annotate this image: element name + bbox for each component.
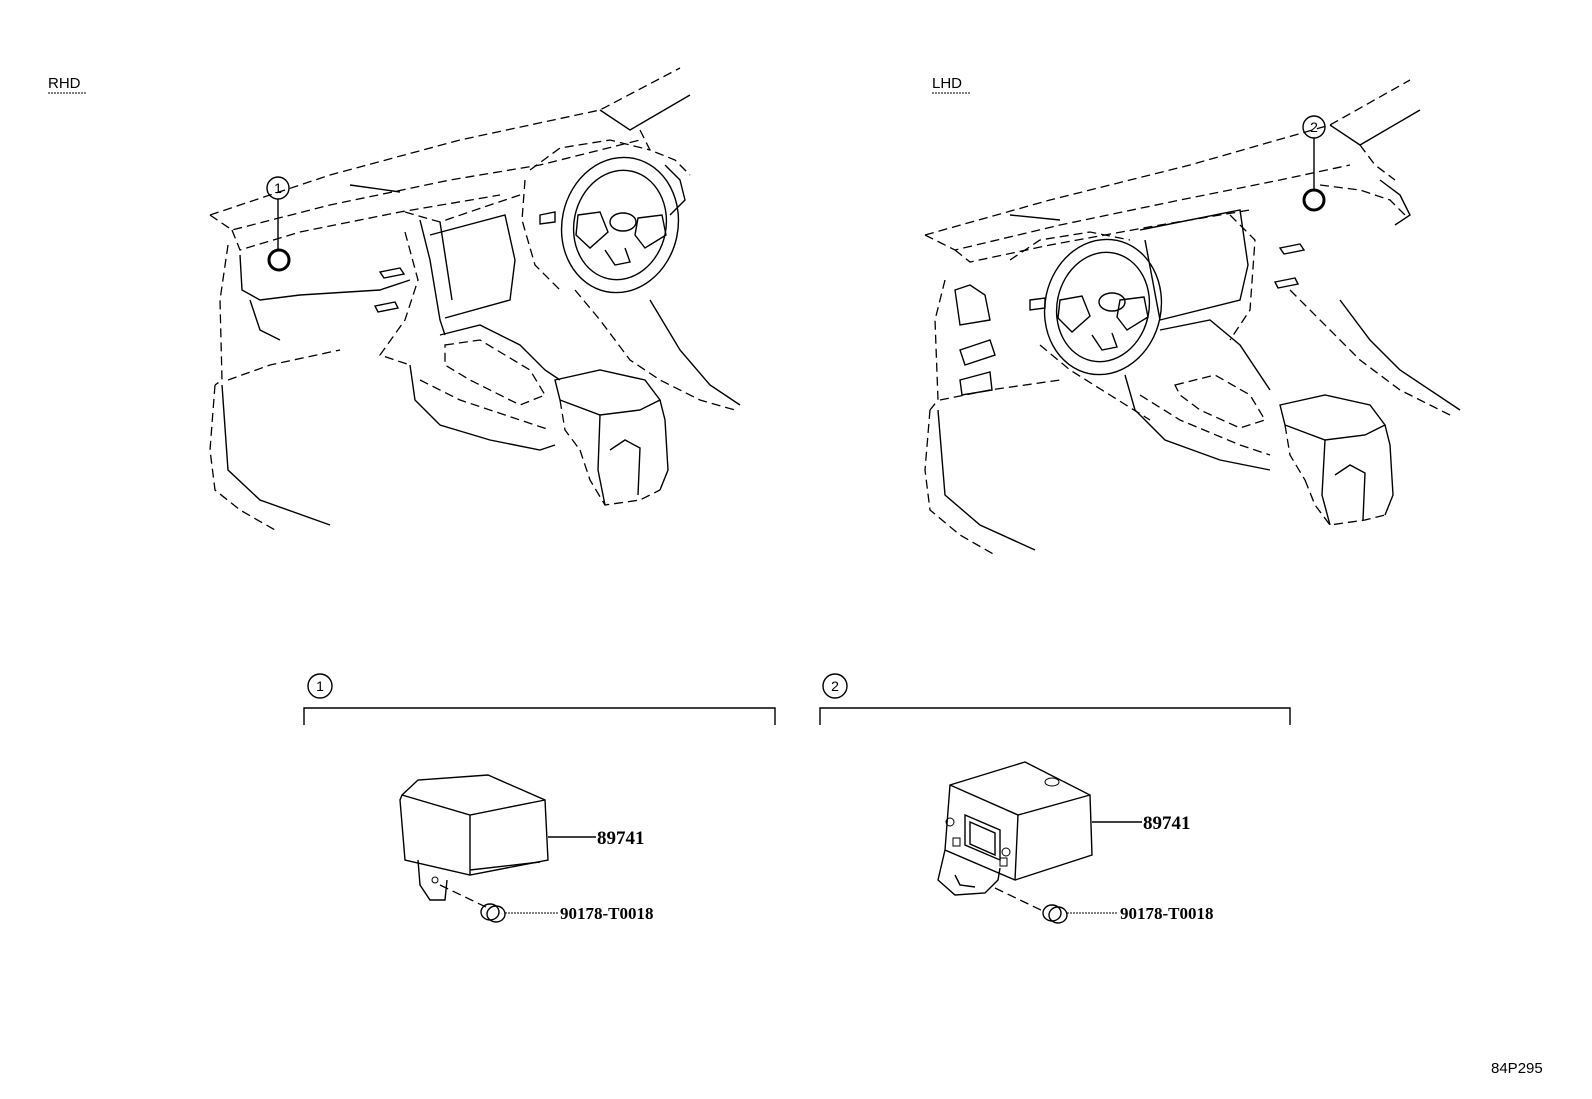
group-2-callout-number: 2: [831, 678, 839, 694]
rhd-dashboard-illustration: [209, 67, 741, 531]
group-1-callout-number: 1: [316, 678, 324, 694]
group-2-callout-circle: [822, 673, 848, 699]
lhd-view: LHD: [924, 75, 1461, 556]
group-1-clip-part-number: 90178-T0018: [560, 904, 654, 923]
group-2-clip-part-number: 90178-T0018: [1120, 904, 1214, 923]
group-2-clip: [1042, 904, 1068, 924]
rhd-label: RHD: [48, 75, 81, 92]
parts-group-2: 2 89741 90178-T0018: [819, 673, 1291, 924]
lhd-label: LHD: [932, 75, 962, 92]
group-2-relay-box: [937, 761, 1093, 896]
group-1-clip-dashline: [439, 884, 489, 909]
lhd-callout: 2: [1302, 115, 1326, 212]
group-2-clip-dashline: [994, 887, 1046, 913]
group-1-clip: [480, 903, 506, 923]
group-1-bracket: [303, 707, 776, 725]
rhd-location-marker: [267, 248, 291, 272]
lhd-dashboard-illustration: [924, 79, 1461, 556]
rhd-callout-number: 1: [274, 180, 282, 196]
group-1-callout-circle: [307, 673, 333, 699]
rhd-view: RHD: [48, 67, 741, 531]
group-2-bracket: [819, 707, 1291, 725]
group-1-relay-part-number: 89741: [597, 828, 645, 849]
group-2-relay-part-number: 89741: [1143, 813, 1191, 834]
group-1-relay-box: [399, 774, 549, 901]
parts-group-1: 1 89741 90178-T0018: [303, 673, 776, 923]
figure-code: 84P295: [1491, 1060, 1543, 1077]
lhd-location-marker: [1302, 188, 1326, 212]
rhd-callout: 1: [266, 176, 291, 272]
lhd-callout-number: 2: [1310, 119, 1318, 135]
